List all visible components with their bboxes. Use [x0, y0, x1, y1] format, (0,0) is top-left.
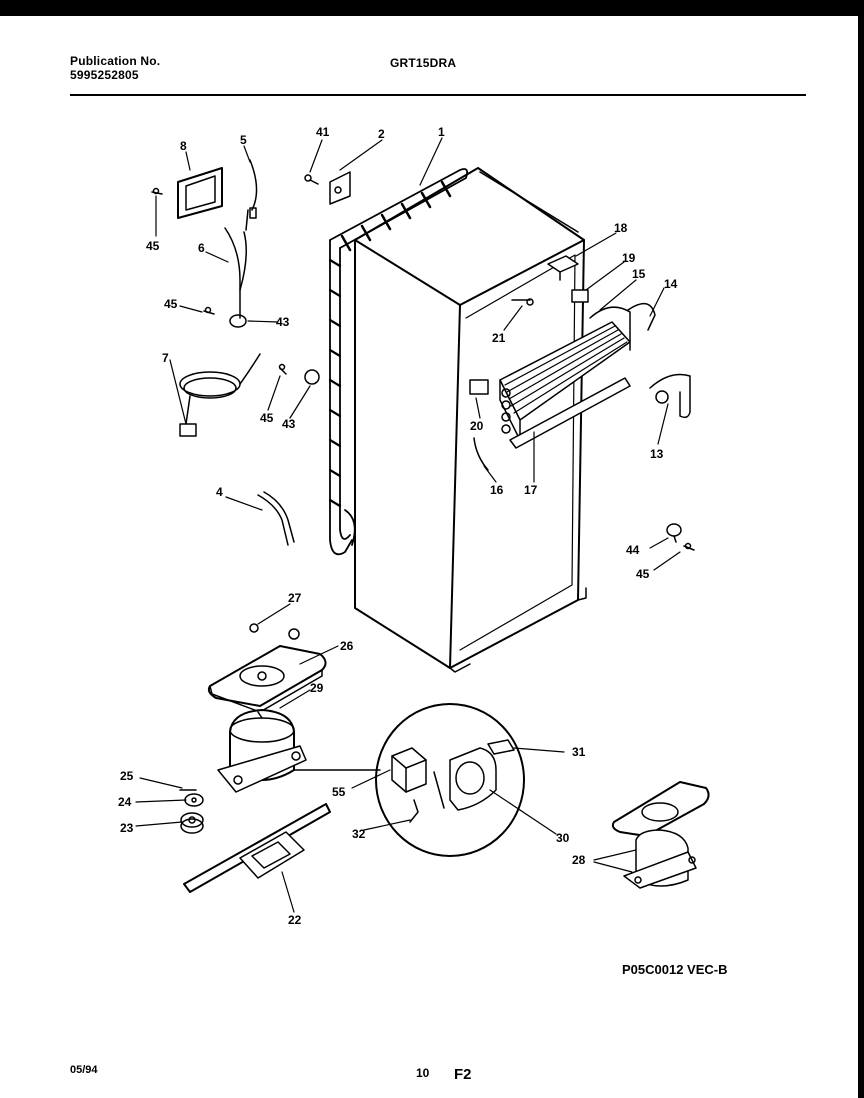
callout-45-c: 45 [260, 411, 274, 425]
wire-part-16 [473, 437, 489, 471]
callout-6: 6 [198, 241, 205, 255]
drain-tube-part-13 [649, 373, 691, 419]
callout-26: 26 [340, 639, 354, 653]
callout-30: 30 [556, 831, 570, 845]
header-rule [70, 94, 806, 96]
footer-date: 05/94 [70, 1064, 98, 1076]
figure-number: F2 [454, 1066, 472, 1083]
callout-1: 1 [438, 125, 445, 139]
callout-4: 4 [216, 485, 223, 499]
wire-harness-part-6 [224, 227, 247, 319]
compressor-part-29 [217, 709, 381, 793]
grommet-part-43-lower [304, 369, 320, 385]
detail-circle-starter [375, 703, 525, 857]
callout-45-b: 45 [164, 297, 178, 311]
bracket-part-18 [547, 255, 579, 281]
callout-5: 5 [240, 133, 247, 147]
base-rail-part-22 [183, 803, 331, 893]
callout-43-b: 43 [282, 417, 296, 431]
publication-label: Publication No. [70, 54, 161, 68]
page-number: 10 [416, 1066, 430, 1080]
drain-pan-part-26 [207, 645, 327, 713]
callout-14: 14 [664, 277, 678, 291]
evaporator-coil [499, 302, 656, 449]
refrigerator-cabinet [354, 167, 587, 673]
callout-22: 22 [288, 913, 302, 927]
callout-18: 18 [614, 221, 628, 235]
leader-lines [135, 137, 681, 913]
screw-part-45-right [683, 542, 695, 551]
callout-41: 41 [316, 125, 330, 139]
grommet-part-43 [229, 314, 247, 328]
condenser-coil [328, 168, 469, 556]
callout-25: 25 [120, 769, 134, 783]
screw-part-45-left [151, 187, 163, 195]
heater-wire-part-4 [257, 491, 295, 546]
callout-17: 17 [524, 483, 538, 497]
callout-2: 2 [378, 127, 385, 141]
callout-27: 27 [288, 591, 302, 605]
callout-13: 13 [650, 447, 664, 461]
callout-45-d: 45 [636, 567, 650, 581]
scan-border-top [0, 0, 864, 16]
screw-part-45-lower [278, 363, 287, 375]
bracket-part-19 [571, 289, 589, 303]
scan-border-right [858, 0, 864, 1098]
callout-21: 21 [492, 331, 506, 345]
callout-16: 16 [490, 483, 504, 497]
model-number: GRT15DRA [390, 56, 457, 70]
power-cord-part-7 [179, 353, 261, 437]
bracket-part-2 [329, 171, 351, 205]
callout-15: 15 [632, 267, 646, 281]
callout-29: 29 [310, 681, 324, 695]
compressor-mount-part-28 [611, 781, 710, 889]
callout-7: 7 [162, 351, 169, 365]
drawing-code: P05C0012 VEC-B [622, 962, 728, 977]
publication-number: 5995252805 [70, 68, 139, 82]
callout-labels: 1 2 41 5 8 45 6 45 43 7 45 43 4 18 19 15… [118, 125, 678, 927]
grommet-part-24 [184, 793, 204, 807]
callout-44: 44 [626, 543, 640, 557]
screw-part-27 [249, 623, 259, 633]
callout-23: 23 [120, 821, 134, 835]
wire-harness-part-5 [245, 159, 258, 231]
callout-8: 8 [180, 139, 187, 153]
callout-43-a: 43 [276, 315, 290, 329]
insulation-part-8 [177, 167, 223, 219]
grommet-part-23 [180, 812, 204, 834]
grommet-part-28-small [288, 628, 300, 640]
callout-45-a: 45 [146, 239, 160, 253]
screw-part-41 [304, 174, 319, 185]
callout-32: 32 [352, 827, 366, 841]
screw-part-45-mid [203, 306, 215, 315]
screw-part-21 [511, 298, 534, 306]
callout-24: 24 [118, 795, 132, 809]
callout-19: 19 [622, 251, 636, 265]
callout-55: 55 [332, 785, 346, 799]
callout-31: 31 [572, 745, 586, 759]
clip-part-20 [469, 379, 489, 395]
leveler-part-44 [666, 523, 682, 543]
callout-20: 20 [470, 419, 484, 433]
callout-28: 28 [572, 853, 586, 867]
